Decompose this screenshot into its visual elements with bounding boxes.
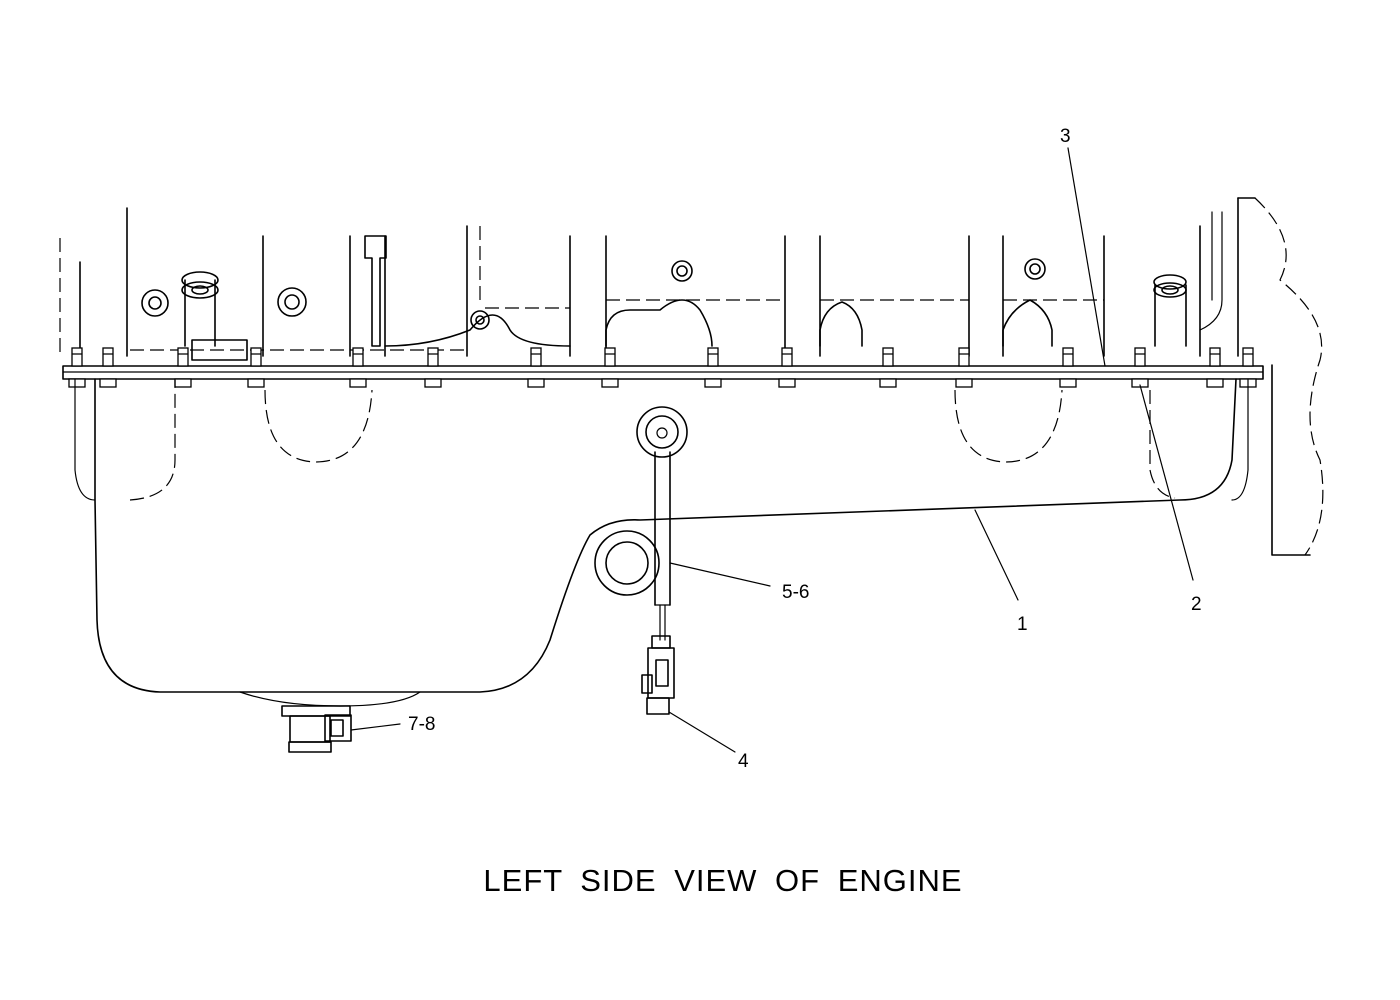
bolt-stud (177, 347, 189, 367)
bolt-head (424, 378, 442, 388)
callout-7-8: 7-8 (408, 714, 435, 735)
engine-block (59, 197, 1324, 556)
bolt-head (778, 378, 796, 388)
bolt-stud (1062, 347, 1074, 367)
callout-3: 3 (1060, 126, 1071, 147)
callout-4: 4 (738, 751, 749, 772)
bolt-stud (1134, 347, 1146, 367)
bolt-head (99, 378, 117, 388)
leader-lines (350, 147, 1194, 753)
bolt-head (68, 378, 86, 388)
bolt-head (601, 378, 619, 388)
bolt-set (68, 347, 1257, 388)
bolt-stud (707, 347, 719, 367)
bolt-stud (604, 347, 616, 367)
bolt-stud (958, 347, 970, 367)
bolt-stud (250, 347, 262, 367)
bolt-stud (882, 347, 894, 367)
bolt-stud (71, 347, 83, 367)
bolt-head (247, 378, 265, 388)
bolt-stud (1242, 347, 1254, 367)
bolt-stud (1209, 347, 1221, 367)
bolt-stud (781, 347, 793, 367)
bolt-head (527, 378, 545, 388)
bolt-head (1206, 378, 1224, 388)
callout-2: 2 (1191, 594, 1202, 615)
drain-plug-assembly (281, 705, 352, 753)
oil-pan-gasket (62, 365, 1264, 380)
bolt-head (1059, 378, 1077, 388)
bolt-head (704, 378, 722, 388)
bolt-stud (530, 347, 542, 367)
bolt-stud (352, 347, 364, 367)
bolt-head (349, 378, 367, 388)
bolt-head (174, 378, 192, 388)
diagram-caption: LEFT SIDE VIEW OF ENGINE (483, 863, 962, 898)
bolt-stud (427, 347, 439, 367)
bolt-head (879, 378, 897, 388)
oil-level-sensor-harness (594, 406, 688, 715)
callout-1: 1 (1017, 614, 1028, 635)
bolt-head (955, 378, 973, 388)
bolt-stud (102, 347, 114, 367)
callout-5-6: 5-6 (782, 582, 809, 603)
